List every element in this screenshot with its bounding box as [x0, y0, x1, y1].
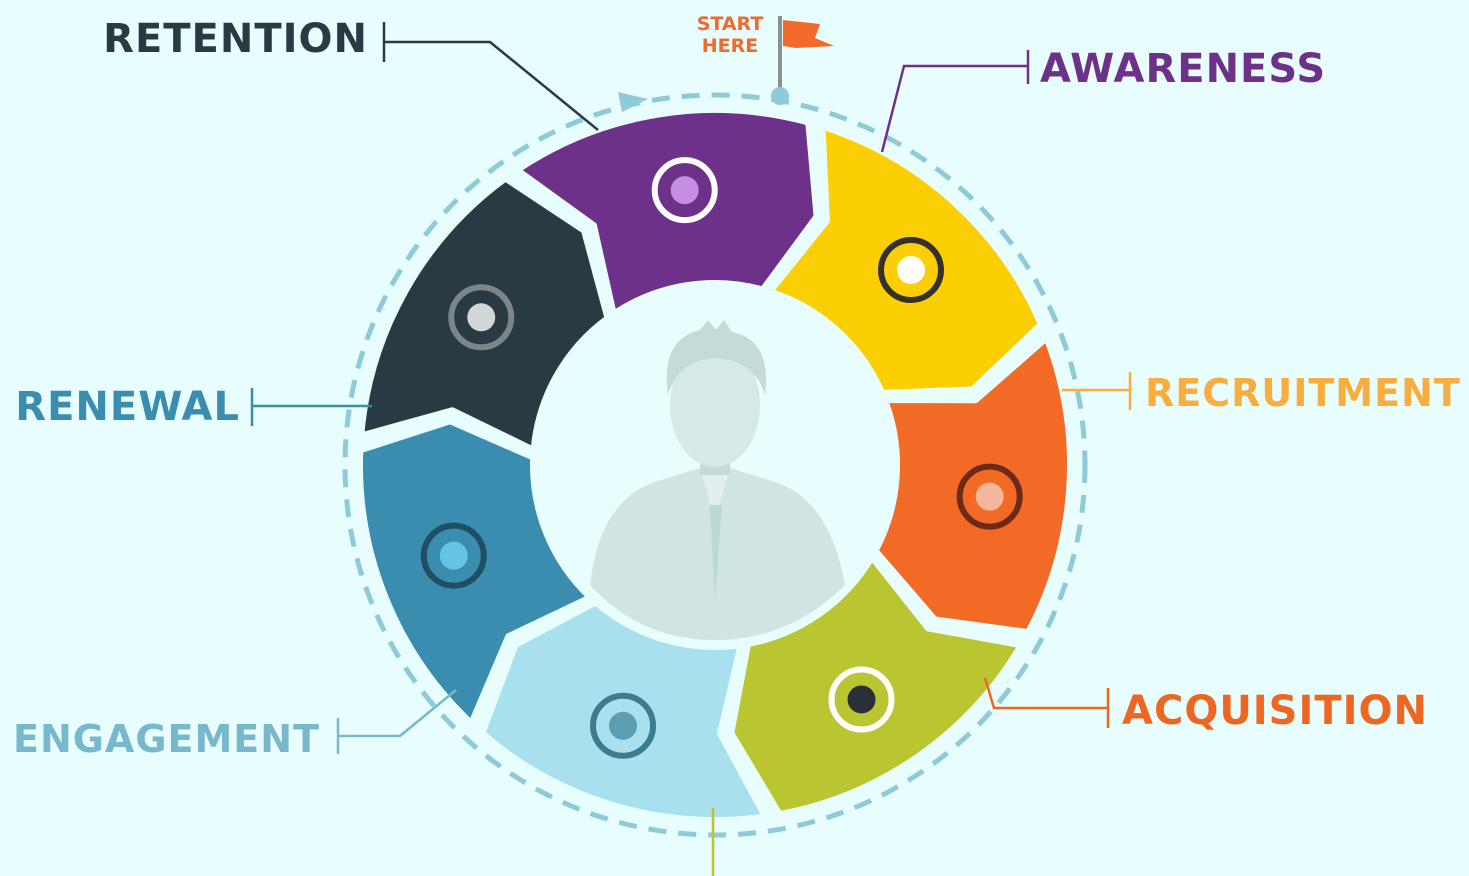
flag-icon	[783, 20, 834, 48]
magnifier-person-icon	[878, 236, 945, 303]
segment-engagement	[479, 599, 768, 823]
connectors-group	[250, 22, 1132, 876]
connector-acquisition	[983, 677, 1108, 710]
segment-renewal	[357, 418, 594, 727]
connector-retention	[384, 40, 599, 131]
start-label-line2: HERE	[702, 35, 759, 57]
stage-label-recruitment: RECRUITMENT	[1145, 371, 1461, 415]
stage-label-acquisition: ACQUISITION	[1122, 688, 1428, 734]
segment-acquisition	[872, 335, 1073, 636]
target-arrow-icon	[956, 463, 1023, 530]
eye-icon	[651, 157, 718, 224]
businessman-avatar-icon	[590, 320, 845, 640]
connector-engagement	[338, 689, 457, 738]
icons-group	[420, 157, 1023, 759]
connector-awareness	[880, 64, 1028, 153]
cycle-ring	[342, 92, 1088, 838]
gear-cycle-icon	[420, 522, 487, 589]
stage-label-retention: RETENTION	[103, 16, 368, 62]
stage-label-engagement: ENGAGEMENT	[13, 717, 320, 761]
cycle-arrow-icon	[618, 92, 648, 112]
start-flag	[771, 16, 834, 105]
brain-head-icon	[448, 284, 515, 351]
segment-action	[728, 554, 1024, 818]
stage-label-renewal: RENEWAL	[15, 384, 240, 430]
pointing-hand-icon	[828, 666, 895, 733]
stage-label-awareness: AWARENESS	[1040, 46, 1326, 92]
start-label-line1: START	[697, 13, 764, 35]
handshake-icon	[590, 692, 657, 759]
